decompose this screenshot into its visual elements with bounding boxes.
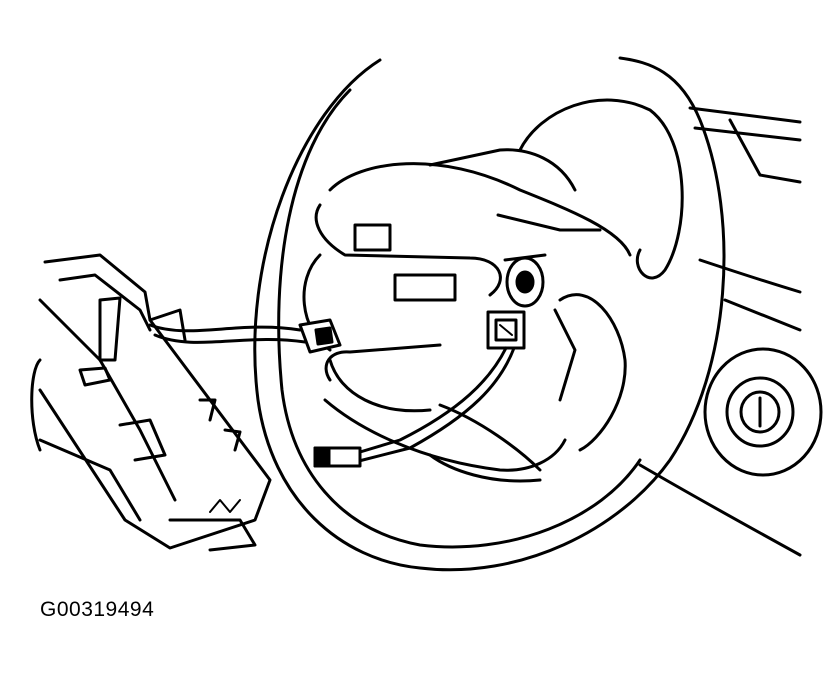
steering-wheel-hub [302, 148, 632, 483]
steering-wheel-rim [253, 56, 726, 572]
clock-spring-module [30, 253, 272, 552]
spiral-cable-lead [148, 318, 342, 354]
figure-id-label: G00319494 [40, 598, 155, 621]
airbag-connector [486, 310, 526, 350]
dashboard [638, 106, 802, 557]
ignition-switch [703, 347, 823, 477]
wiring-harness [313, 346, 516, 468]
mounting-bolt [503, 253, 547, 308]
